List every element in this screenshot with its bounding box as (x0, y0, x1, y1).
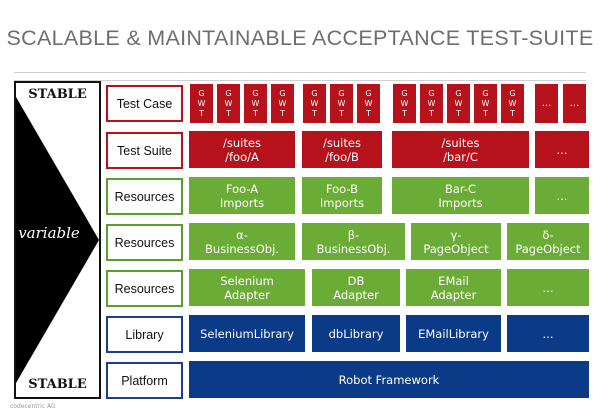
library-box-more: ... (507, 315, 589, 352)
layer-label-resources: Resources (106, 270, 183, 307)
top-divider (14, 80, 586, 81)
stable-bottom-label: STABLE (28, 377, 87, 392)
adapter-box-more: ... (507, 269, 589, 306)
imports-box-more: ... (535, 177, 589, 214)
library-box-selenium: SeleniumLibrary (189, 315, 305, 352)
title-divider (14, 72, 586, 73)
suite-box-more: ... (535, 131, 589, 168)
layer-label-library: Library (106, 316, 183, 353)
stable-top-label: STABLE (28, 87, 87, 102)
platform-box-robot-framework: Robot Framework (189, 361, 589, 398)
library-box-db: dbLibrary (312, 315, 400, 352)
library-box-email: EMailLibrary (406, 315, 501, 352)
variable-label: variable (18, 224, 80, 242)
object-box-delta: δ-PageObject (507, 223, 589, 260)
object-box-alpha: α-BusinessObj. (189, 223, 295, 260)
object-box-beta: β-BusinessObj. (302, 223, 405, 260)
layer-label-test-case: Test Case (106, 85, 183, 122)
stability-frame: STABLE variable STABLE (14, 81, 101, 399)
suite-box-foo-b: /suites/foo/B (302, 131, 382, 168)
layer-label-platform: Platform (106, 362, 183, 399)
variable-arrow-shape (16, 97, 99, 383)
test-case-more-box: ... (563, 84, 586, 123)
suite-box-bar-c: /suites/bar/C (392, 131, 529, 168)
layer-label-resources: Resources (106, 178, 183, 215)
layer-label-resources: Resources (106, 224, 183, 261)
suite-box-foo-a: /suites/foo/A (189, 131, 295, 168)
page-title: SCALABLE & MAINTAINABLE ACCEPTANCE TEST-… (6, 26, 594, 50)
layer-label-test-suite: Test Suite (106, 132, 183, 169)
footer-credit: codecentric AG (10, 403, 56, 410)
object-box-gamma: γ-PageObject (411, 223, 501, 260)
test-case-more-box: ... (535, 84, 558, 123)
